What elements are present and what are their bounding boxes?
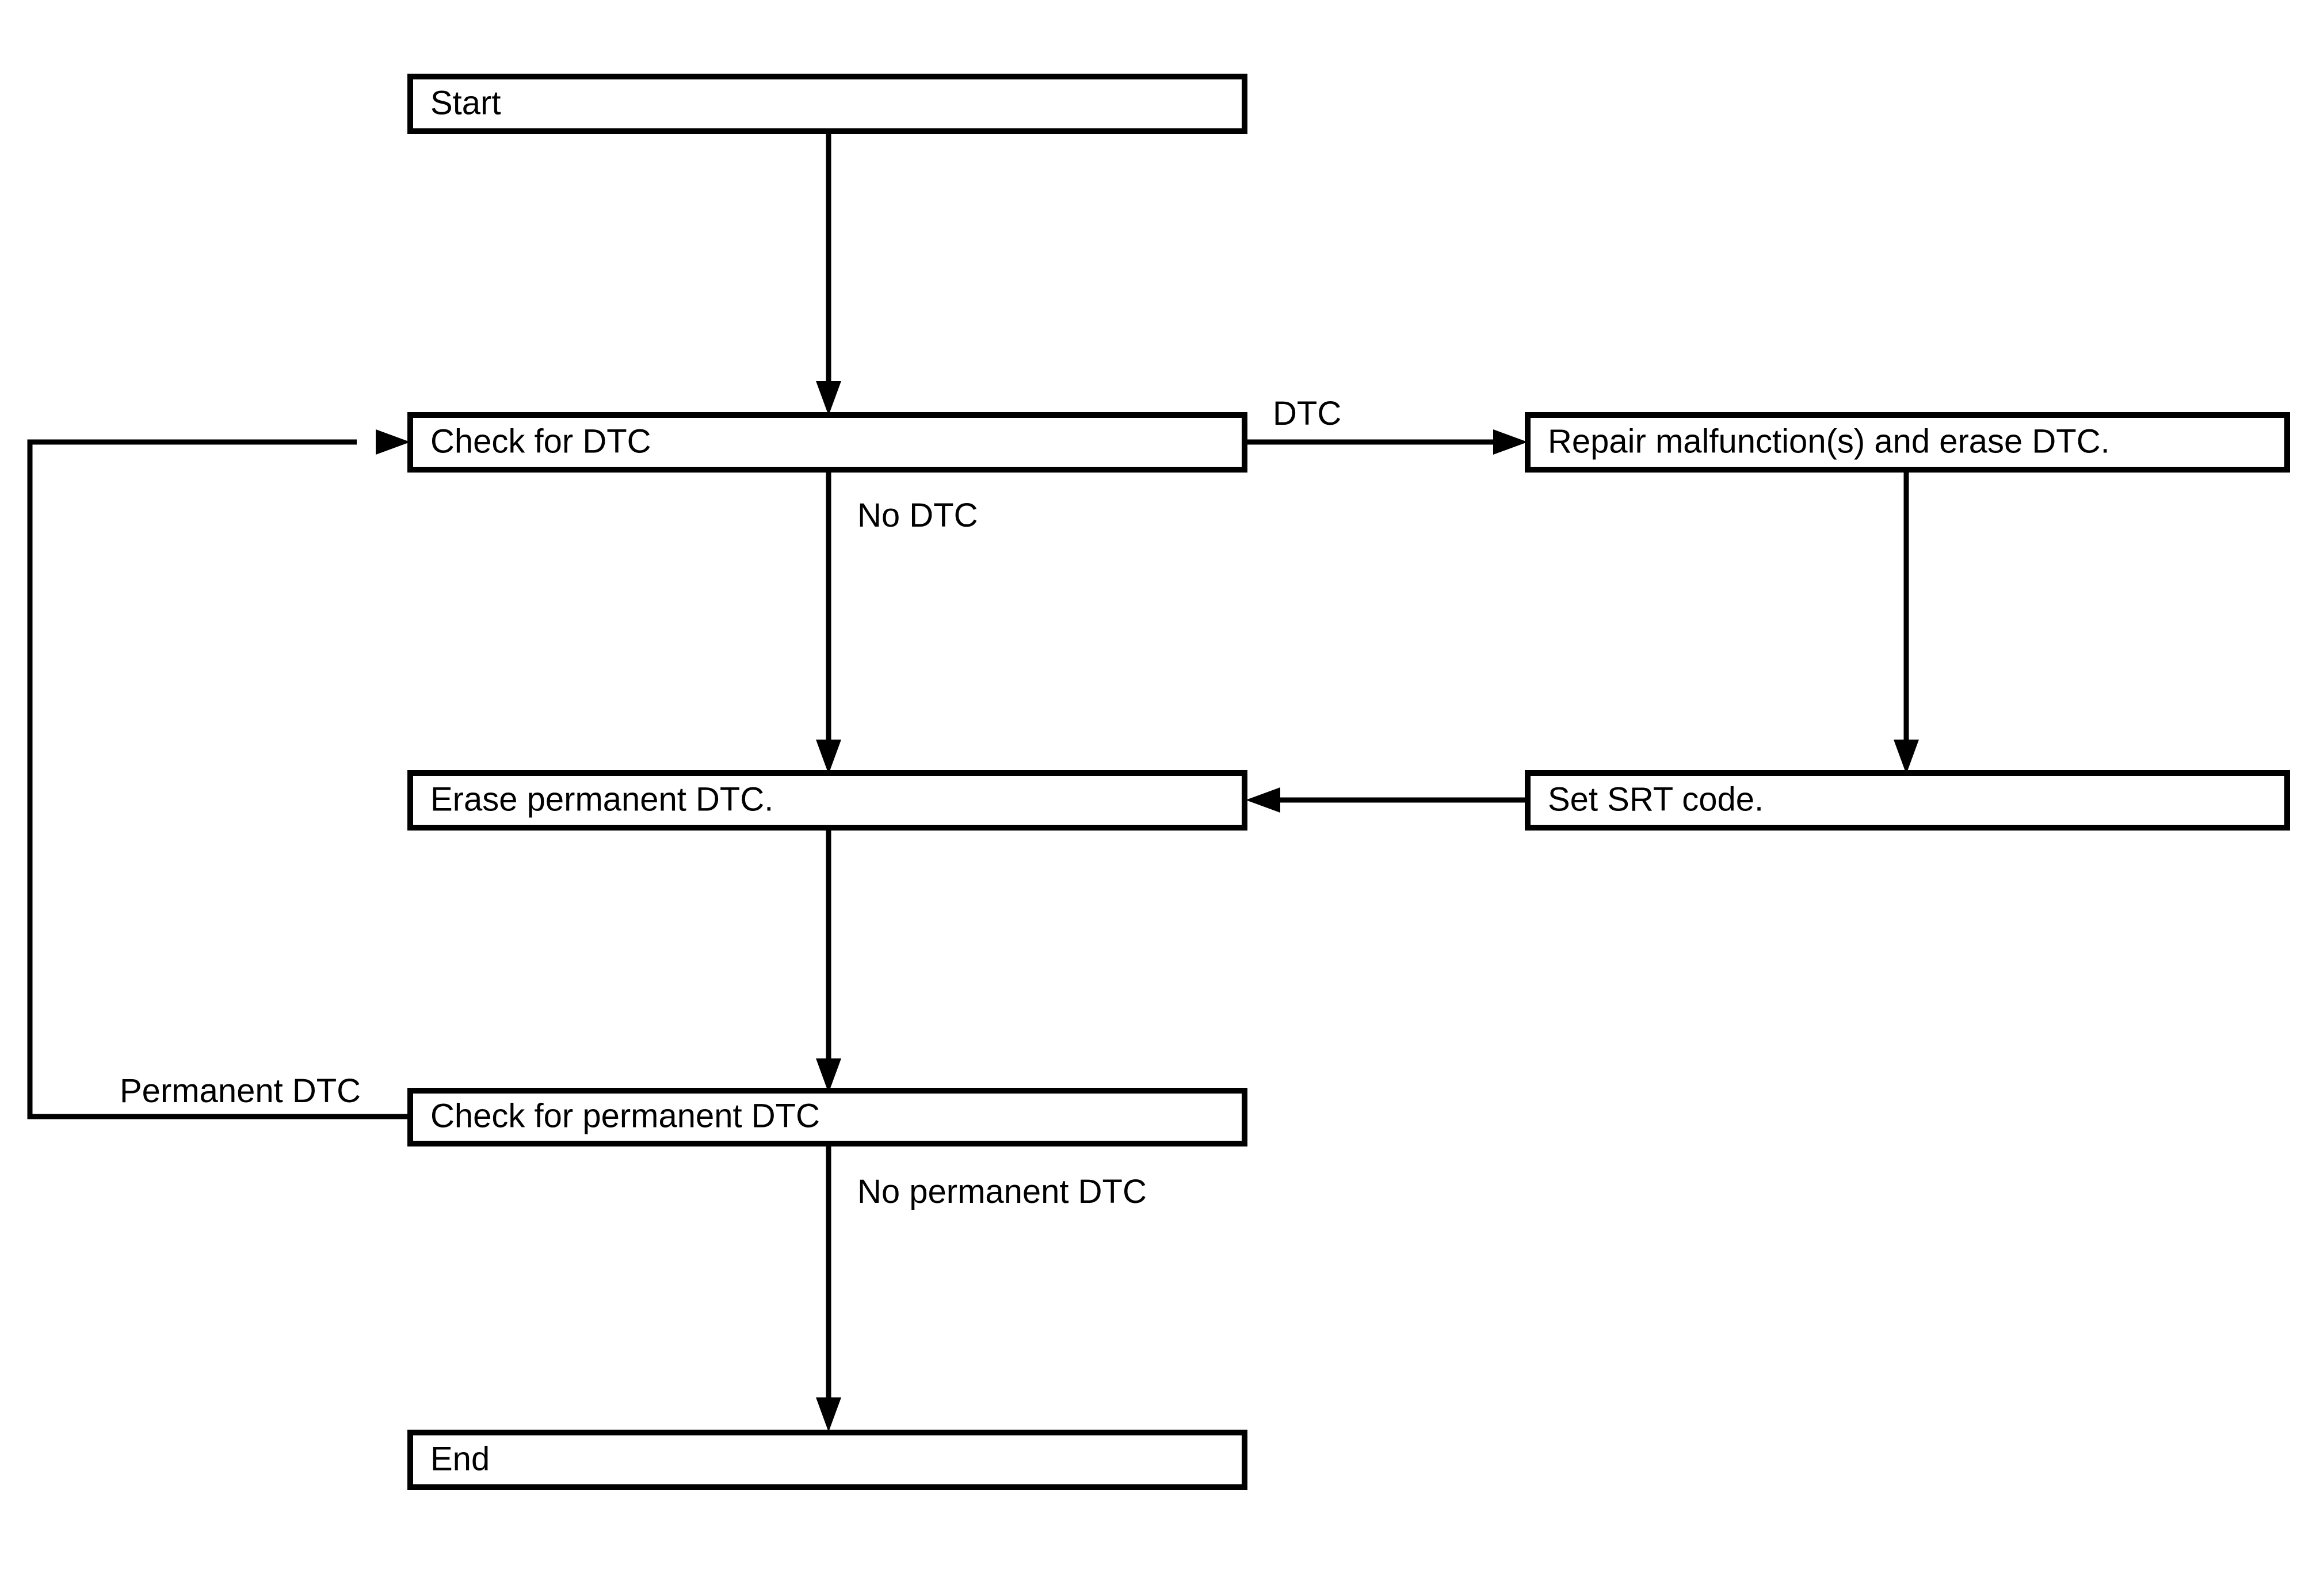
node-set-srt-label: Set SRT code.: [1548, 780, 1764, 818]
edge-label-dtc: DTC: [1273, 395, 1341, 432]
node-check-permanent-label: Check for permanent DTC: [430, 1097, 820, 1134]
node-start[interactable]: Start: [407, 74, 1247, 134]
arrow-head-down-icon: [816, 740, 841, 774]
edge-check-permanent-to-end: [816, 1142, 841, 1432]
edge-erase-permanent-to-check-permanent: [816, 828, 841, 1093]
node-erase-permanent-label: Erase permanent DTC.: [430, 780, 773, 818]
node-check-permanent[interactable]: Check for permanent DTC: [407, 1088, 1247, 1146]
node-end-label: End: [430, 1440, 490, 1477]
edge-check-permanent-to-check-dtc: [27, 429, 410, 1119]
node-check-dtc-label: Check for DTC: [430, 422, 651, 460]
arrow-head-down-icon: [816, 1058, 841, 1093]
edge-check-dtc-to-repair: [1245, 429, 1528, 455]
edge-set-srt-to-erase-permanent: [1246, 787, 1528, 813]
arrow-head-right-icon: [376, 429, 410, 455]
node-repair[interactable]: Repair malfunction(s) and erase DTC.: [1525, 412, 2290, 473]
node-erase-permanent[interactable]: Erase permanent DTC.: [407, 770, 1247, 831]
edge-check-dtc-to-erase-permanent: [816, 470, 841, 774]
edge-start-to-check-dtc: [816, 131, 841, 416]
node-end[interactable]: End: [407, 1430, 1247, 1490]
node-repair-label: Repair malfunction(s) and erase DTC.: [1548, 422, 2110, 460]
edge-label-permanent-dtc: Permanent DTC: [120, 1072, 361, 1110]
edge-label-no-permanent-dtc: No permanent DTC: [857, 1173, 1147, 1210]
edge-repair-to-set-srt: [1894, 470, 1919, 774]
arrow-head-right-icon: [1493, 429, 1528, 455]
node-start-label: Start: [430, 84, 501, 121]
edge-label-no-dtc: No DTC: [857, 497, 978, 534]
arrow-head-down-icon: [816, 1397, 841, 1432]
arrow-head-left-icon: [1246, 787, 1280, 813]
node-set-srt[interactable]: Set SRT code.: [1525, 770, 2290, 831]
arrow-head-down-icon: [1894, 740, 1919, 774]
arrow-head-down-icon: [816, 381, 841, 416]
node-check-dtc[interactable]: Check for DTC: [407, 412, 1247, 473]
